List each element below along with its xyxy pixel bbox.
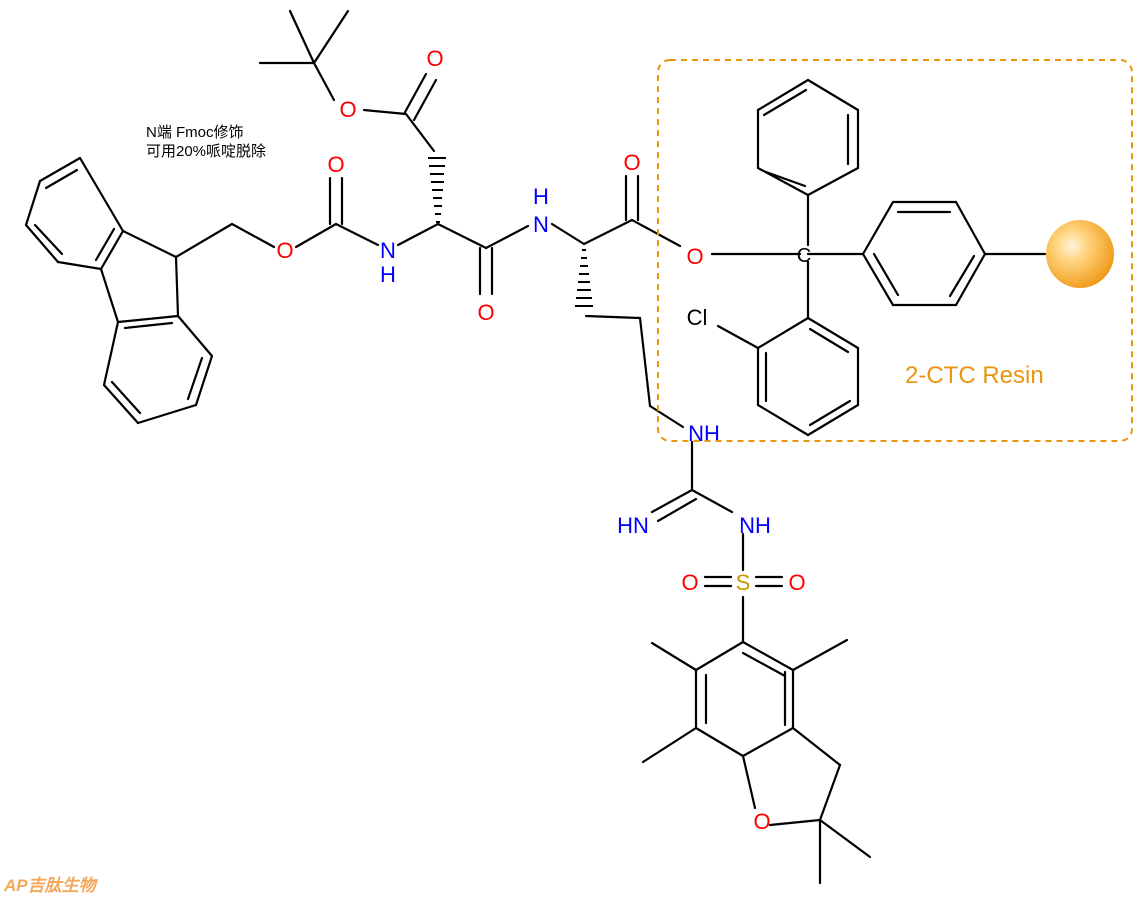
atom-o-arg-carbonyl: O [623, 150, 640, 175]
atom-imine: HN [617, 513, 649, 538]
atom-o-tbu-carbonyl: O [426, 46, 443, 71]
atom-nh-sulfonyl: NH [739, 513, 771, 538]
hashed-wedge-asp [428, 157, 446, 223]
atom-cl: Cl [687, 305, 708, 330]
hashed-wedge-arg [575, 249, 593, 307]
aspartate-backbone [436, 222, 530, 296]
stereo-wedges [428, 157, 593, 307]
atom-o-carbonyl-fmoc: O [327, 152, 344, 177]
atom-o-amide: O [477, 300, 494, 325]
resin-label: 2-CTC Resin [905, 362, 1044, 389]
sulfonyl-group [703, 575, 784, 644]
atom-h-arg: H [533, 184, 549, 209]
fmoc-note: N端 Fmoc修饰 可用20%哌啶脱除 [146, 124, 266, 160]
atom-o-sulfonyl-right: O [788, 570, 805, 595]
atom-o-tbu-ester: O [339, 97, 356, 122]
trityl-phenyl-top [756, 78, 860, 247]
fluorene-ring-bottom [102, 314, 214, 425]
fmoc-note-line1: N端 Fmoc修饰 [146, 124, 244, 141]
trityl-chlorophenyl [716, 260, 860, 437]
atom-labels: O O N H O O O N H O O C Cl NH HN NH S O … [276, 46, 811, 834]
pbf-substituents [641, 638, 872, 885]
fmoc-linker [174, 176, 440, 259]
tbu-ester-sidechain [258, 9, 438, 153]
atom-o-sulfonyl-left: O [681, 570, 698, 595]
resin-bead-icon [1046, 220, 1114, 288]
atom-o-resin-ester: O [686, 244, 703, 269]
fmoc-note-line2: 可用20%哌啶脱除 [146, 143, 266, 160]
atom-o-furan: O [753, 809, 770, 834]
fluorene-ring-left [24, 156, 125, 271]
atom-nh-side: NH [688, 421, 720, 446]
atom-sulfur: S [736, 570, 751, 595]
watermark-logo: AP吉肽生物 [3, 876, 99, 895]
atom-c-trityl: C [797, 245, 811, 267]
bond-lines [24, 9, 1047, 885]
arginine-backbone [550, 174, 802, 256]
arginine-sidechain [584, 314, 745, 572]
atom-h-asp: H [380, 262, 396, 287]
atom-o-ester-fmoc: O [276, 238, 293, 263]
pbf-aromatic-ring [694, 640, 795, 758]
trityl-phenyl-right [806, 200, 1047, 307]
fluorene-ring-five [99, 229, 180, 324]
atom-n-asp: N [380, 238, 396, 263]
resin-highlight-box [657, 59, 1133, 442]
atom-n-arg: N [533, 212, 549, 237]
